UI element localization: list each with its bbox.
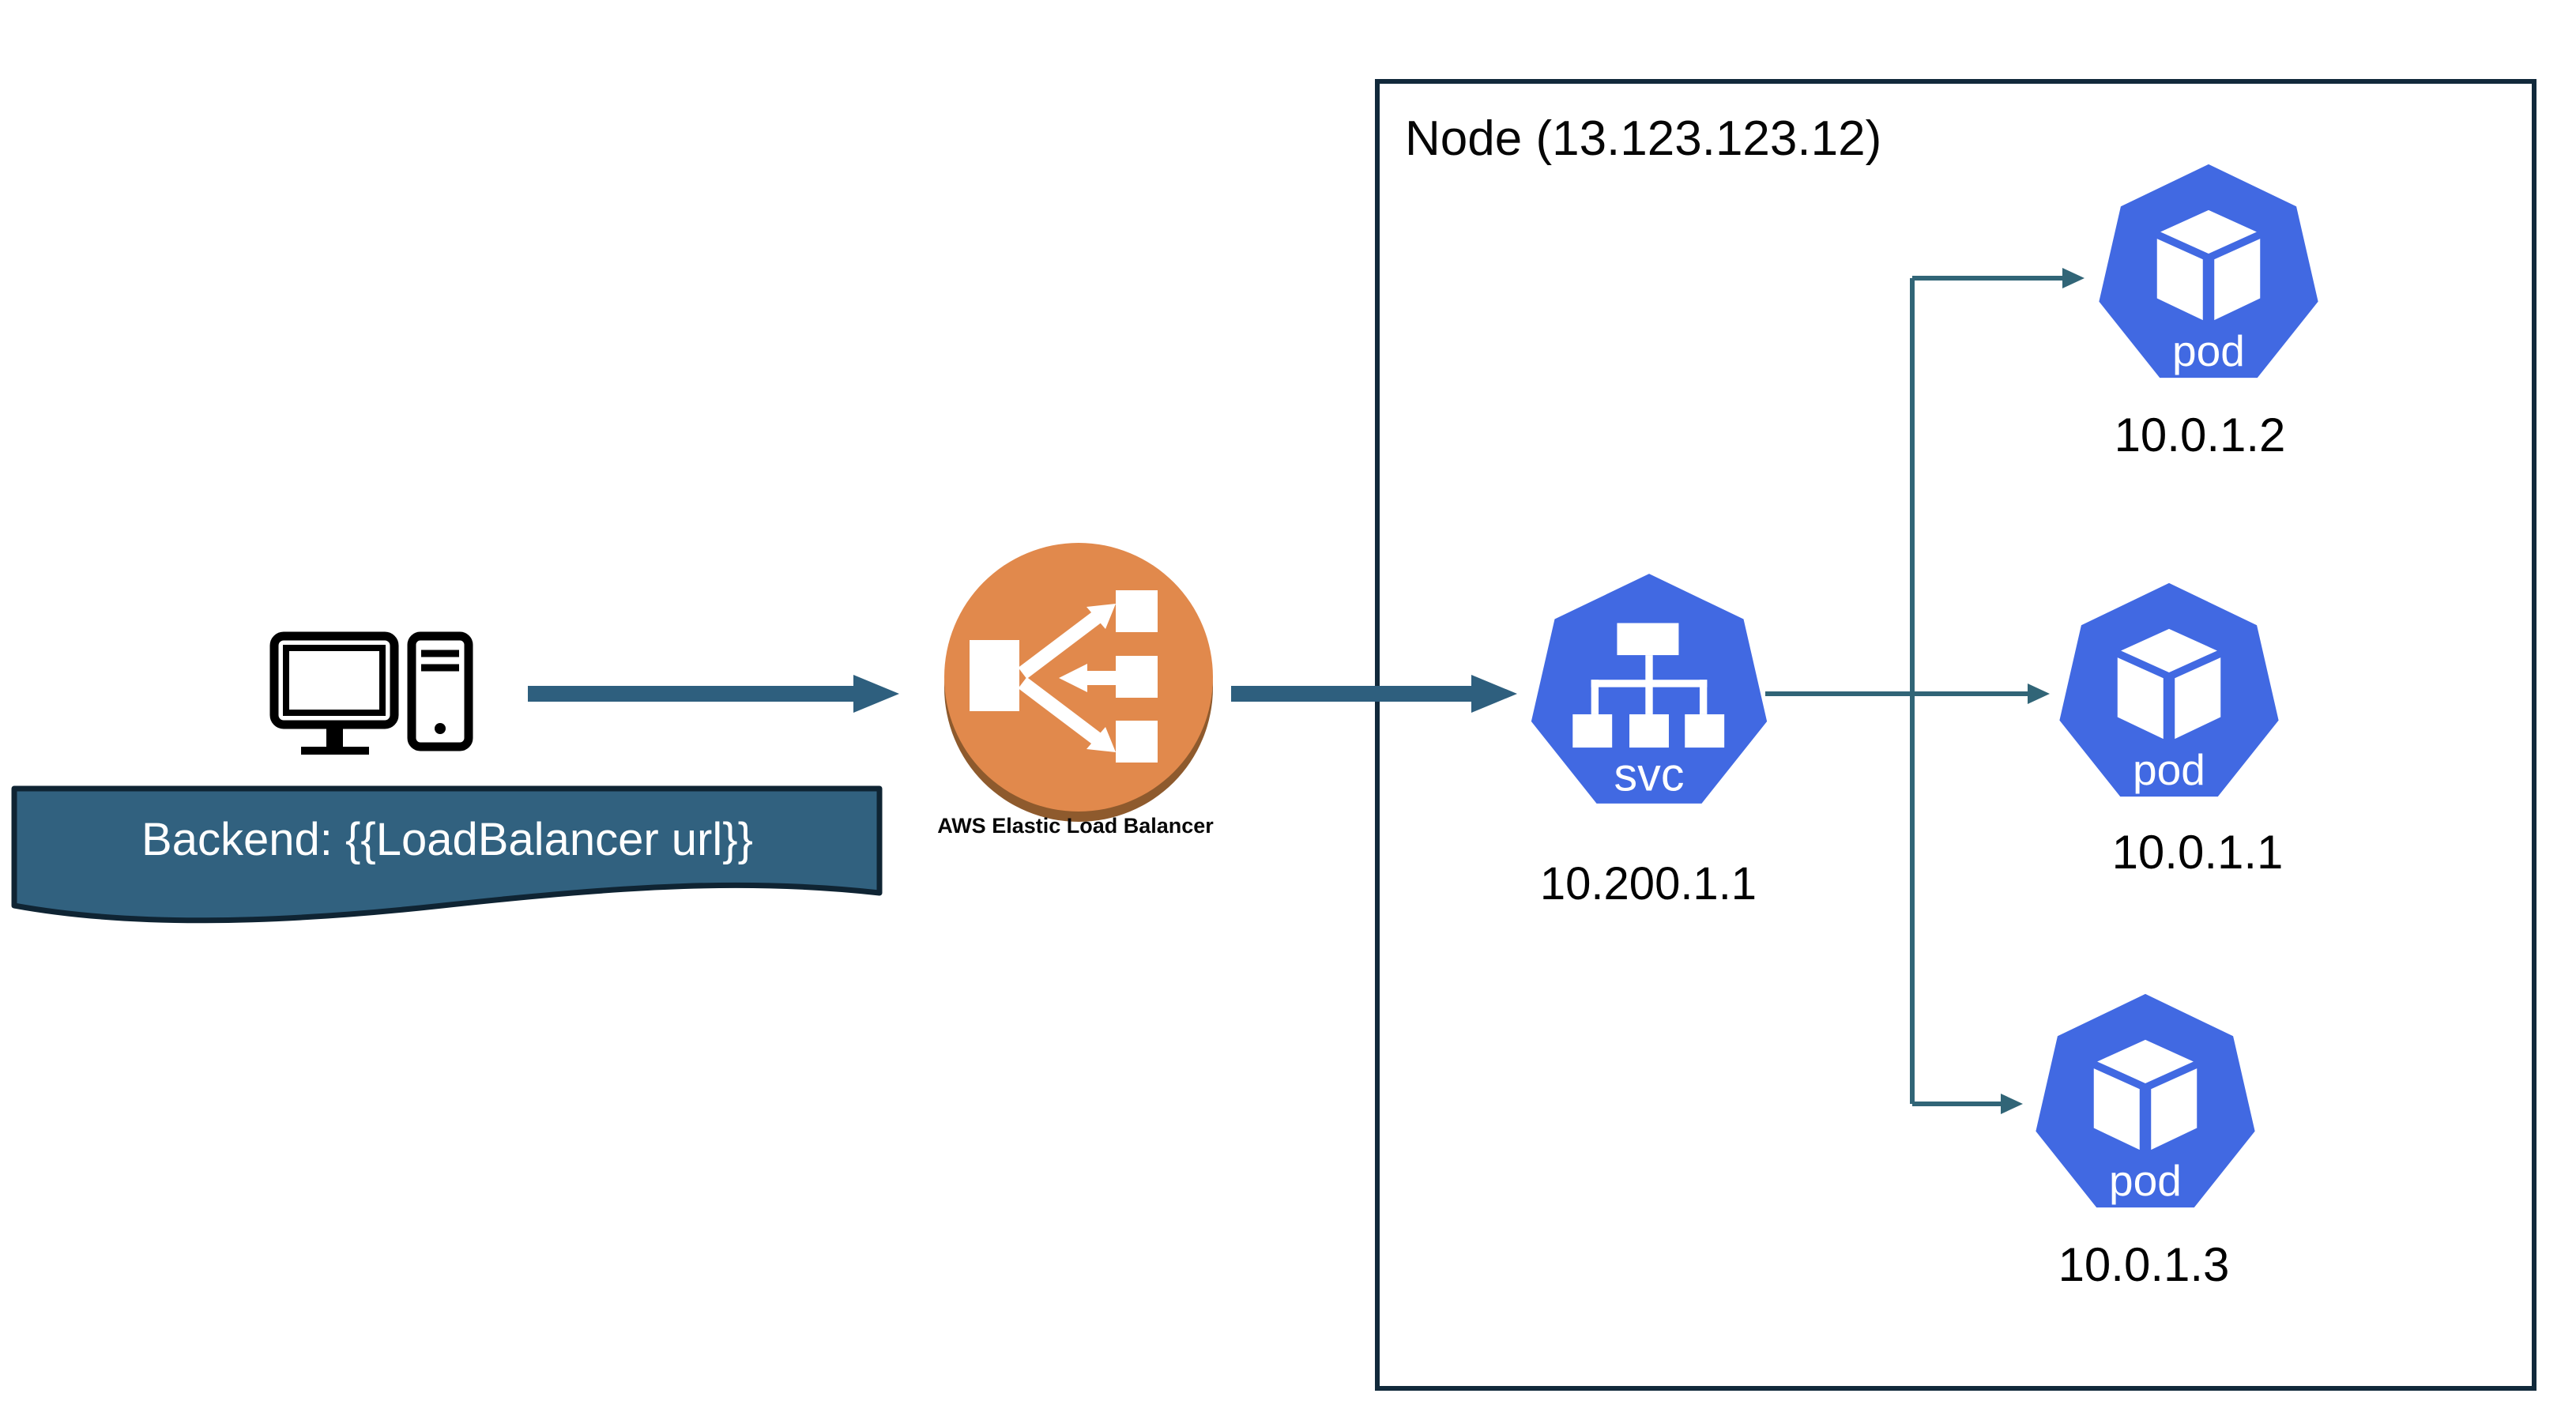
desktop-computer-icon: [269, 631, 473, 755]
aws-elb-icon: [944, 543, 1213, 822]
arrow-elb-to-service: [1231, 675, 1517, 713]
pod-ip-label: 10.0.1.3: [2058, 1238, 2230, 1291]
service-to-pods-connectors: [1765, 276, 2066, 1106]
connector-arrowheads: [2001, 268, 2085, 1114]
pod-icon: pod: [2036, 993, 2255, 1208]
pod-icon-text: pod: [2172, 326, 2245, 375]
pod-icon: pod: [2099, 164, 2318, 378]
pod-ip-label: 10.0.1.2: [2114, 409, 2286, 461]
service-icon-text: svc: [1614, 748, 1685, 801]
backend-banner-shape: [11, 785, 883, 924]
backend-banner-label: Backend: {{LoadBalancer url}}: [141, 814, 753, 865]
node-label: Node (13.123.123.12): [1405, 111, 1882, 166]
pod-icon-text: pod: [2109, 1156, 2182, 1205]
service-ip-label: 10.200.1.1: [1539, 858, 1757, 909]
elb-caption: AWS Elastic Load Balancer: [937, 814, 1214, 838]
pod-icon-text: pod: [2133, 745, 2205, 794]
kubernetes-service-icon: svc: [1531, 574, 1768, 804]
pod-ip-label: 10.0.1.1: [2111, 826, 2284, 879]
pod-icon: pod: [2059, 582, 2279, 797]
node-boundary-box: [1375, 79, 2536, 1391]
arrow-client-to-elb: [528, 675, 899, 713]
